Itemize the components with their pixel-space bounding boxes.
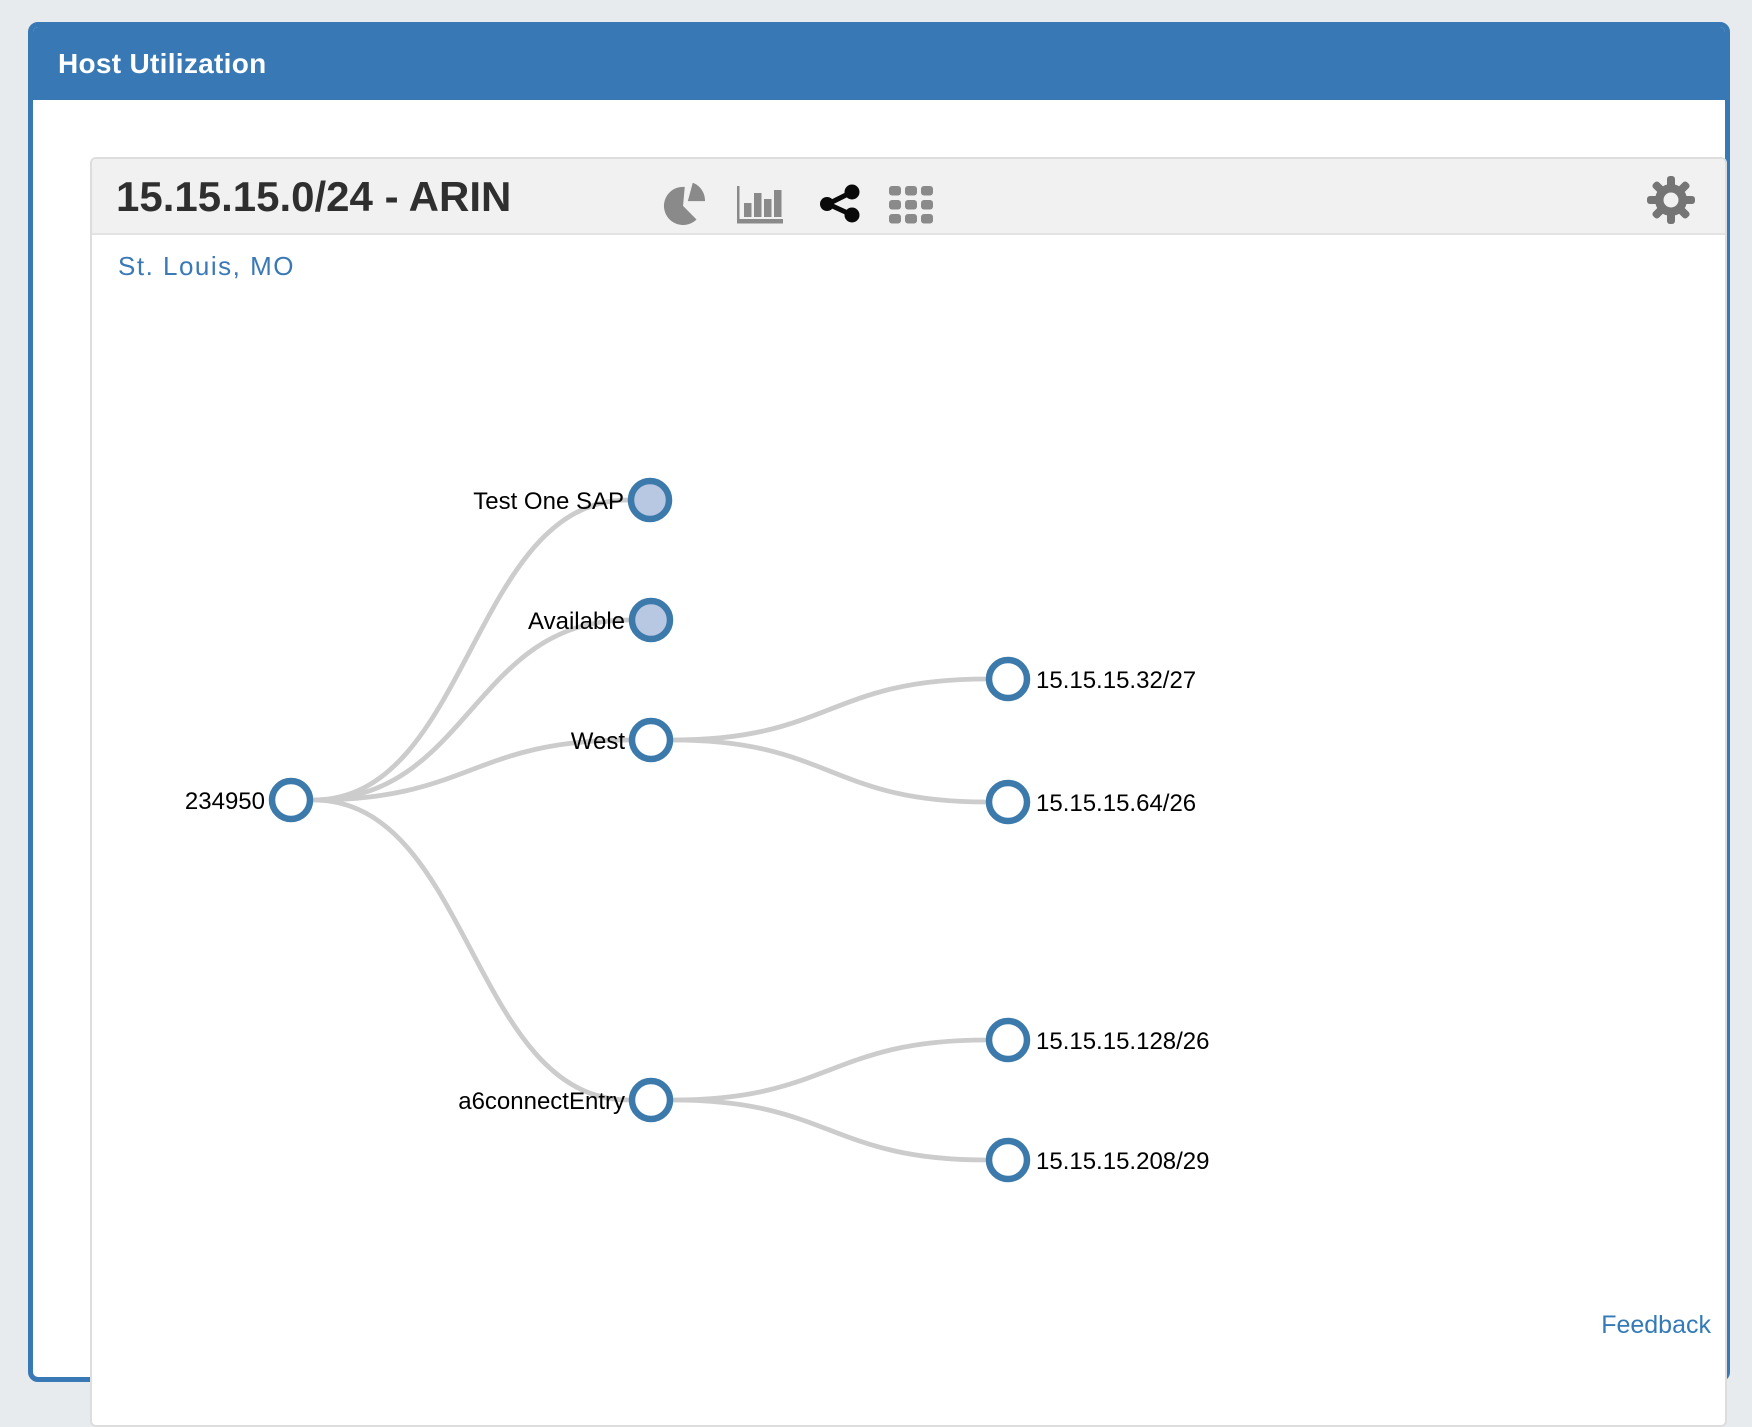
tree-node-available[interactable] bbox=[628, 597, 674, 643]
tree-node-subnet-64-26[interactable] bbox=[985, 779, 1031, 825]
tree-link bbox=[672, 1037, 987, 1103]
tree-node-root[interactable] bbox=[268, 777, 314, 823]
host-utilization-panel: Host Utilization 15.15.15.0/24 - ARIN bbox=[28, 22, 1730, 1427]
grid-icon[interactable] bbox=[889, 186, 935, 229]
tree-node-label-available: Available bbox=[528, 608, 625, 635]
bar-chart-icon[interactable] bbox=[737, 184, 783, 230]
tree-link bbox=[312, 737, 630, 803]
tree-node-subnet-208-29[interactable] bbox=[985, 1137, 1031, 1183]
tree-node-subnet-128-26[interactable] bbox=[985, 1017, 1031, 1063]
tree-link bbox=[672, 737, 987, 805]
tree-link bbox=[312, 797, 630, 1103]
tree-link bbox=[672, 1097, 987, 1163]
subnet-panel-header: 15.15.15.0/24 - ARIN bbox=[92, 159, 1725, 235]
tree-node-label-subnet-128-26: 15.15.15.128/26 bbox=[1036, 1028, 1210, 1055]
tree-node-label-subnet-32-27: 15.15.15.32/27 bbox=[1036, 667, 1196, 694]
tree-node-west[interactable] bbox=[628, 717, 674, 763]
location-link[interactable]: St. Louis, MO bbox=[118, 251, 295, 281]
tree-node-label-a6connectentry: a6connectEntry bbox=[458, 1088, 625, 1115]
tree-node-label-test-one-sap: Test One SAP bbox=[473, 488, 624, 515]
panel-title: Host Utilization bbox=[58, 47, 267, 79]
pie-chart-icon[interactable] bbox=[663, 182, 706, 230]
tree-node-label-west: West bbox=[571, 728, 626, 755]
tree-node-label-subnet-208-29: 15.15.15.208/29 bbox=[1036, 1148, 1210, 1175]
tree-node-label-subnet-64-26: 15.15.15.64/26 bbox=[1036, 790, 1196, 817]
tree-node-subnet-32-27[interactable] bbox=[985, 656, 1031, 702]
share-icon[interactable] bbox=[819, 183, 861, 230]
tree-link bbox=[312, 617, 630, 803]
gear-icon[interactable] bbox=[1647, 176, 1695, 229]
panel-header: Host Utilization bbox=[33, 27, 1725, 100]
subnet-title: 15.15.15.0/24 - ARIN bbox=[116, 173, 512, 220]
tree-link bbox=[672, 676, 987, 743]
tree-link bbox=[312, 497, 629, 803]
tree-node-test-one-sap[interactable] bbox=[627, 477, 673, 523]
tree-node-label-root: 234950 bbox=[185, 788, 265, 815]
tree-node-a6connectentry[interactable] bbox=[628, 1077, 674, 1123]
